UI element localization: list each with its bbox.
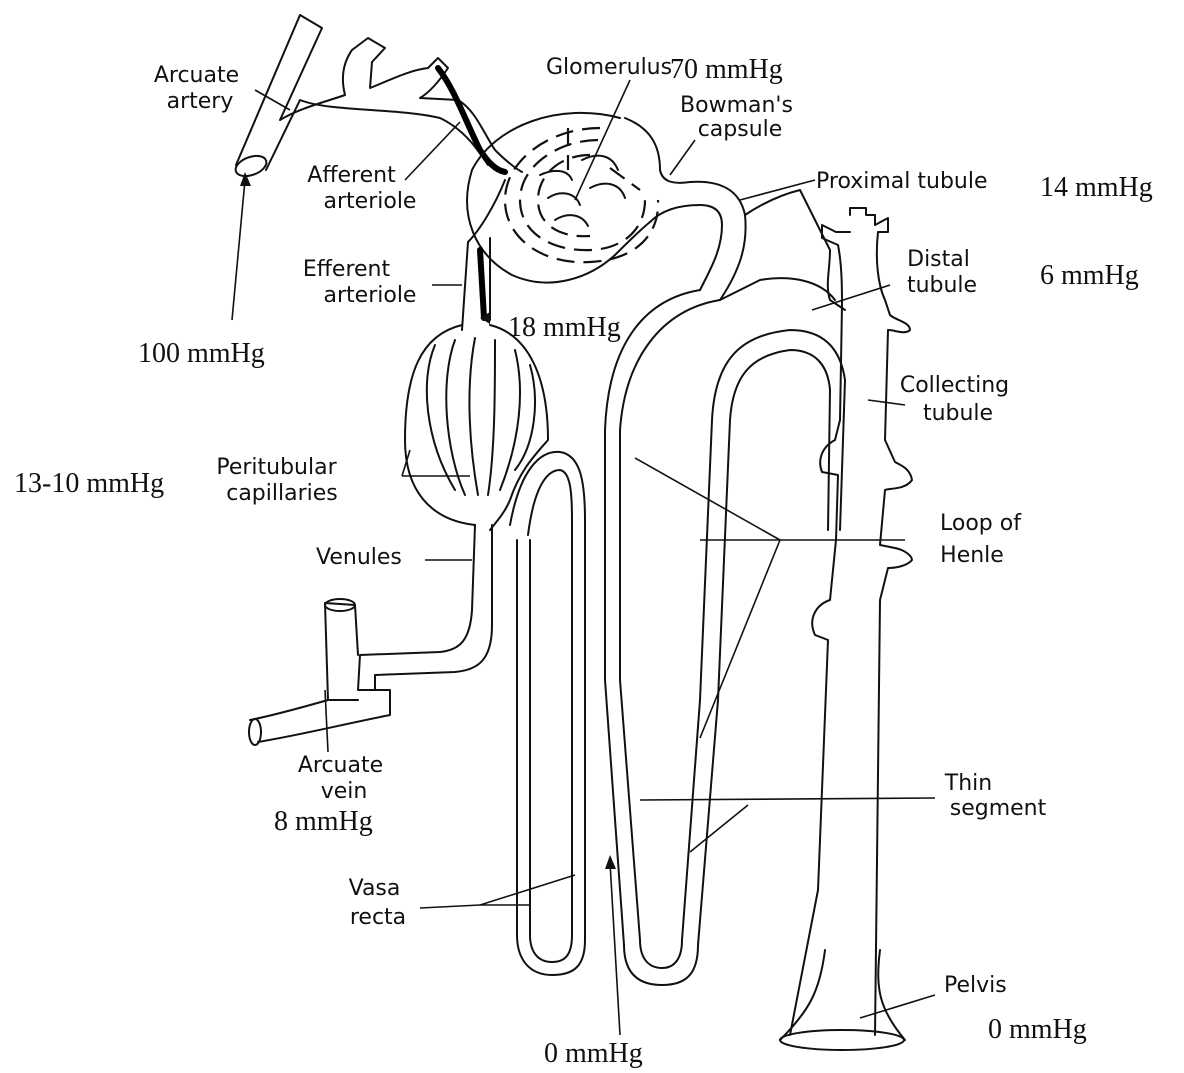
efferent-arteriole-label: Efferent arteriole xyxy=(303,257,417,308)
proximal-tubule-label: Proximal tubule xyxy=(816,169,988,194)
distal-tubule-pressure: 6 mmHg xyxy=(1040,260,1139,291)
arcuate-artery-shape xyxy=(233,15,522,180)
loop-of-henle-shape xyxy=(605,290,845,985)
arcuate-vein-pressure: 8 mmHg xyxy=(274,806,373,837)
vasa-recta-shape xyxy=(510,452,585,975)
glomerulus-label: Glomerulus xyxy=(546,55,672,80)
arcuate-artery-label: Arcuate artery xyxy=(154,63,246,114)
peritubular-pressure: 13-10 mmHg xyxy=(14,468,164,499)
venules-label: Venules xyxy=(316,545,402,570)
collecting-tubule-shape xyxy=(780,208,912,1050)
medulla-pressure: 0 mmHg xyxy=(544,1038,643,1069)
glomerulus-pressure: 70 mmHg xyxy=(670,54,783,85)
vasa-recta-label: Vasa recta xyxy=(349,876,408,930)
arcuate-vein-label: Arcuate vein xyxy=(298,753,390,804)
pelvis-opening xyxy=(780,1030,904,1050)
collecting-tubule-label: Collecting tubule xyxy=(900,373,1016,426)
afferent-arteriole-label: Afferent arteriole xyxy=(307,163,416,214)
peritubular-capillaries-shape xyxy=(405,325,548,530)
pelvis-label: Pelvis xyxy=(944,973,1007,998)
efferent-arteriole-pressure: 18 mmHg xyxy=(508,312,621,343)
arcuate-artery-pressure: 100 mmHg xyxy=(138,338,265,369)
peritubular-capillaries-label: Peritubular capillaries xyxy=(216,455,343,506)
afferent-arteriole-wall xyxy=(438,68,505,172)
distal-tubule-label: Distal tubule xyxy=(907,247,977,298)
bowmans-capsule-label: Bowman's capsule xyxy=(680,93,800,142)
distal-tubule-shape xyxy=(720,190,845,310)
thin-segment-label: Thin segment xyxy=(944,771,1047,821)
proximal-tubule-pressure: 14 mmHg xyxy=(1040,172,1153,203)
pelvis-pressure: 0 mmHg xyxy=(988,1014,1087,1045)
loop-of-henle-label: Loop of Henle xyxy=(940,511,1028,568)
glomerulus-shape xyxy=(505,128,658,262)
efferent-arteriole-wall xyxy=(480,250,484,318)
pressure-arrows xyxy=(232,172,620,1035)
